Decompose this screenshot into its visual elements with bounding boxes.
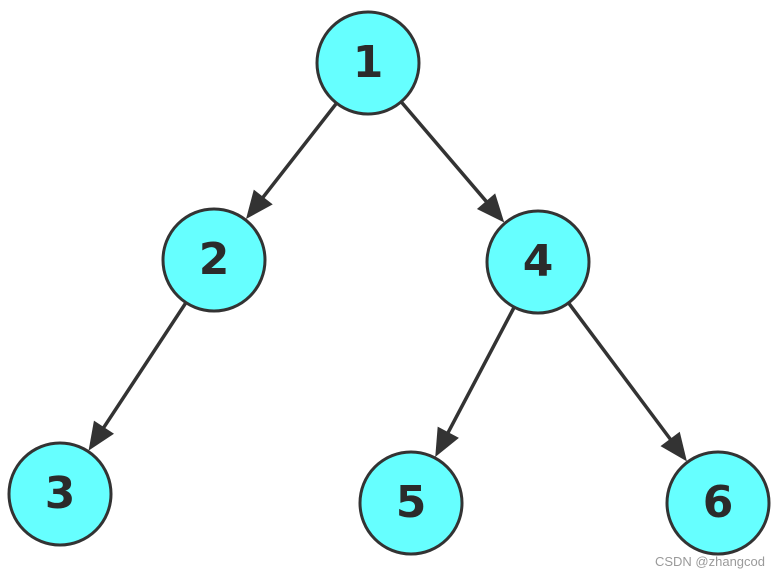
tree-node-2: 2	[161, 207, 267, 313]
watermark: CSDN @zhangcod	[654, 554, 765, 569]
node-label-3: 3	[45, 468, 76, 519]
edge-1-2	[260, 102, 338, 200]
arrow-head-1-4	[476, 193, 505, 223]
node-circle-3	[7, 441, 113, 547]
node-label-4: 4	[523, 236, 554, 287]
tree-node-5: 5	[358, 450, 464, 556]
node-label-5: 5	[396, 477, 427, 528]
node-circle-6	[665, 450, 771, 556]
node-label-2: 2	[199, 234, 230, 285]
nodes-layer: 1 2 3 4 5 6	[7, 10, 771, 556]
node-label-6: 6	[703, 477, 734, 528]
tree-node-3: 3	[7, 441, 113, 547]
arrow-head-1-2	[246, 189, 273, 220]
node-circle-1	[315, 10, 421, 116]
tree-node-4: 4	[485, 209, 591, 315]
node-label-1: 1	[353, 37, 384, 88]
edges-layer	[88, 101, 687, 462]
edge-4-6	[567, 302, 673, 442]
tree-node-1: 1	[315, 10, 421, 116]
node-circle-2	[161, 207, 267, 313]
node-circle-4	[485, 209, 591, 315]
arrow-head-4-6	[660, 431, 687, 462]
edge-1-4	[400, 101, 489, 204]
arrow-head-4-5	[435, 426, 459, 457]
node-circle-5	[358, 450, 464, 556]
arrow-head-2-3	[88, 420, 115, 451]
tree-node-6: 6	[665, 450, 771, 556]
edge-2-3	[101, 302, 187, 430]
edge-4-5	[445, 307, 516, 435]
